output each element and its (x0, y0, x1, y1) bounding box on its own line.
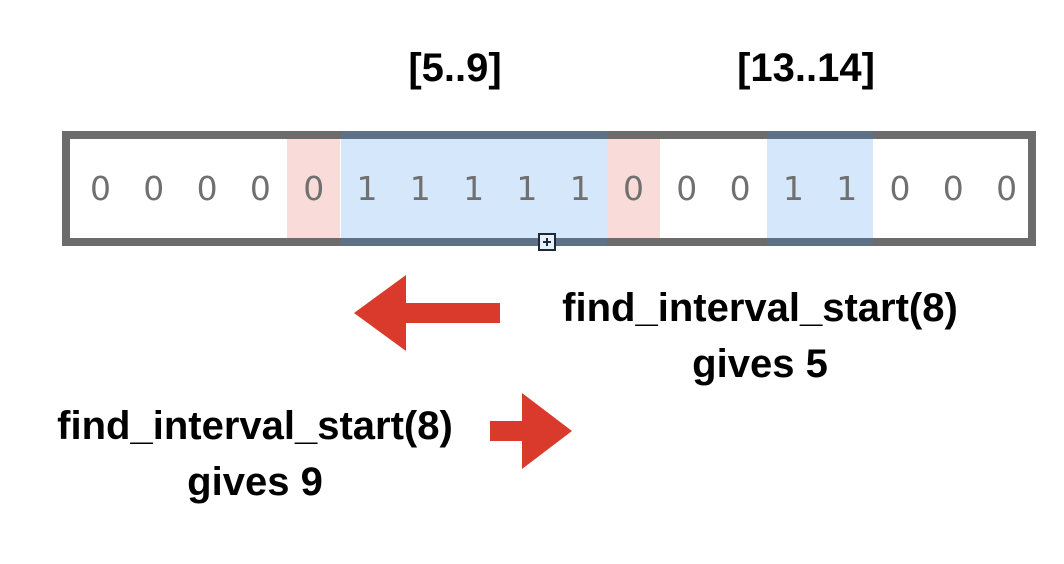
caption-right-call: find_interval_start(8) (57, 404, 453, 448)
bit-cell: 0 (196, 169, 218, 208)
bit-cell: 1 (516, 169, 538, 208)
bit-cell: 0 (729, 169, 751, 208)
caption-right-result: gives 9 (187, 460, 323, 504)
resize-handle-icon[interactable] (538, 233, 556, 251)
interval-label-13-14: [13..14] (737, 46, 875, 90)
boundary-highlight (287, 139, 341, 238)
bit-cell: 1 (782, 169, 804, 208)
bit-cell: 1 (409, 169, 431, 208)
bit-cell: 1 (356, 169, 378, 208)
arrow-right-icon (490, 393, 572, 469)
bit-cell: 0 (303, 169, 325, 208)
bit-cell: 0 (249, 169, 271, 208)
interval-highlight (766, 131, 874, 246)
arrow-left-icon (354, 275, 500, 351)
bit-cell: 1 (836, 169, 858, 208)
boundary-highlight (607, 139, 661, 238)
bit-cell: 0 (90, 169, 111, 208)
bit-cell: 0 (623, 169, 644, 208)
bit-cell: 0 (143, 169, 165, 208)
caption-left-call: find_interval_start(8) (562, 286, 958, 330)
bit-cell: 1 (463, 169, 485, 208)
bit-cell: 0 (996, 169, 1018, 208)
bit-cell: 0 (889, 169, 911, 208)
interval-highlight (340, 131, 607, 246)
interval-label-5-9: [5..9] (408, 46, 502, 90)
bit-cell: 1 (569, 169, 591, 208)
bit-cell: 0 (942, 169, 964, 208)
bit-cell: 0 (676, 169, 698, 208)
caption-left-result: gives 5 (692, 342, 828, 386)
